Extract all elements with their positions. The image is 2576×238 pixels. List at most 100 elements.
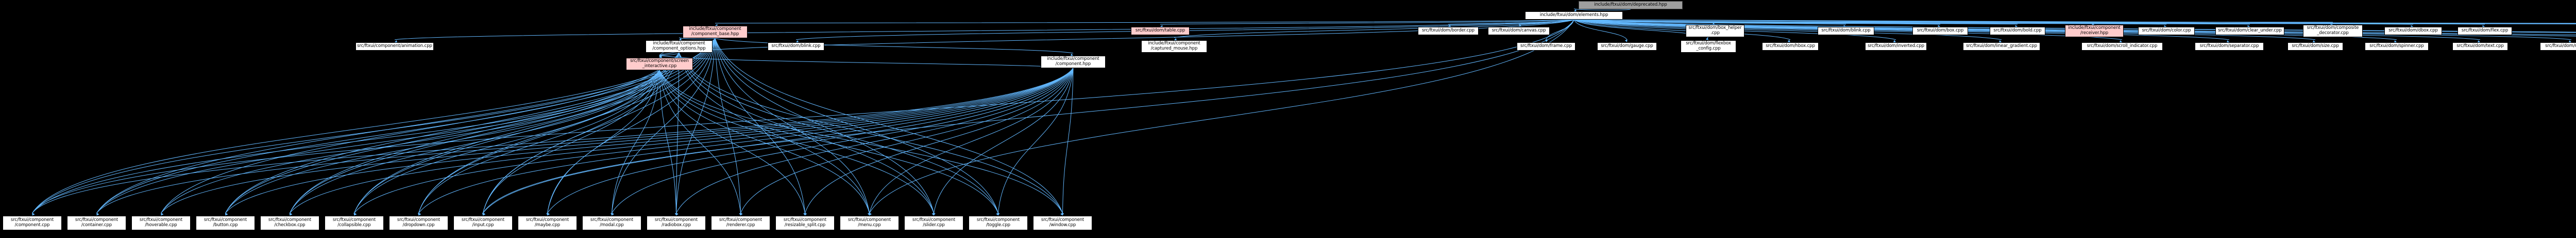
graph-node-label: src/ftxui/component /component.cpp — [10, 217, 54, 228]
graph-node-src-ftxui-dom-composite-decorator-cpp[interactable]: src/ftxui/dom/composite _decorator.cpp — [2303, 25, 2363, 37]
graph-node-src-ftxui-dom-blink-cpp[interactable]: src/ftxui/dom/blink.cpp — [768, 42, 824, 51]
graph-node-src-ftxui-component-container-cpp[interactable]: src/ftxui/component /container.cpp — [67, 216, 126, 230]
edge-arrowhead — [225, 213, 228, 216]
graph-node-src-ftxui-component-hoverable-cpp[interactable]: src/ftxui/component /hoverable.cpp — [131, 216, 191, 230]
graph-node-src-ftxui-component-component-cpp[interactable]: src/ftxui/component /component.cpp — [3, 216, 62, 230]
graph-node-src-ftxui-dom-scroll-indicator-cpp[interactable]: src/ftxui/dom/scroll_indicator.cpp — [2081, 42, 2163, 51]
graph-edge — [32, 70, 660, 214]
graph-node-src-ftxui-component-menu-cpp[interactable]: src/ftxui/component /menu.cpp — [840, 216, 899, 230]
edge-arrowhead — [1519, 24, 1522, 27]
edge-arrowhead — [804, 213, 807, 216]
graph-node-src-ftxui-component-dropdown-cpp[interactable]: src/ftxui/component /dropdown.cpp — [389, 216, 448, 230]
graph-node-src-ftxui-dom-linear-gradient-cpp[interactable]: src/ftxui/dom/linear_gradient.cpp — [1963, 42, 2040, 51]
graph-node-include-ftxui-component-component-base-hpp[interactable]: include/ftxui/component /component_base.… — [683, 26, 748, 38]
graph-node-src-ftxui-component-animation-cpp[interactable]: src/ftxui/component/animation.cpp — [355, 42, 434, 51]
graph-edge — [1573, 19, 2576, 24]
graph-node-src-ftxui-dom-separator-cpp[interactable]: src/ftxui/dom/separator.cpp — [2195, 42, 2264, 51]
edge-arrowhead — [932, 213, 935, 216]
graph-node-src-ftxui-dom-bold-cpp[interactable]: src/ftxui/dom/bold.cpp — [1990, 27, 2045, 35]
graph-node-label: include/ftxui/component /component_base.… — [689, 26, 741, 37]
graph-node-src-ftxui-dom-spinner-cpp[interactable]: src/ftxui/dom/spinner.cpp — [2365, 42, 2429, 51]
graph-node-include-ftxui-dom-deprecated-hpp[interactable]: include/ftxui/dom/deprecated.hpp — [1579, 1, 1683, 9]
graph-node-src-ftxui-component-collapsible-cpp[interactable]: src/ftxui/component /collapsible.cpp — [325, 216, 384, 230]
graph-node-src-ftxui-component-window-cpp[interactable]: src/ftxui/component /window.cpp — [1033, 216, 1092, 230]
graph-node-label: src/ftxui/dom/box.cpp — [1917, 28, 1964, 34]
graph-node-src-ftxui-dom-dbox-cpp[interactable]: src/ftxui/dom/dbox.cpp — [2384, 27, 2442, 35]
graph-node-src-ftxui-component-modal-cpp[interactable]: src/ftxui/component /modal.cpp — [582, 216, 641, 230]
graph-node-label: src/ftxui/dom/linear_gradient.cpp — [1966, 43, 2037, 49]
graph-node-src-ftxui-component-slider-cpp[interactable]: src/ftxui/component /slider.cpp — [904, 216, 963, 230]
edge-arrowhead — [32, 213, 35, 216]
graph-edge — [676, 52, 680, 214]
graph-node-src-ftxui-dom-gauge-cpp[interactable]: src/ftxui/dom/gauge.cpp — [1597, 42, 1657, 51]
graph-node-src-ftxui-dom-frame-cpp[interactable]: src/ftxui/dom/frame.cpp — [1517, 42, 1575, 51]
graph-node-include-ftxui-component-receiver-hpp[interactable]: include/ftxui/component /receiver.hpp — [2065, 25, 2124, 37]
graph-node-label: src/ftxui/component /collapsible.cpp — [332, 217, 376, 228]
graph-node-label: src/ftxui/dom/border.cpp — [1422, 28, 1475, 34]
graph-edge — [679, 52, 998, 214]
graph-node-include-ftxui-dom-elements-hpp[interactable]: include/ftxui/dom/elements.hpp — [1525, 11, 1623, 20]
graph-node-src-ftxui-component-screen-interactive-cpp[interactable]: src/ftxui/component/screen _interactive.… — [626, 58, 693, 70]
graph-edge — [418, 68, 1074, 214]
edge-arrowhead — [418, 213, 421, 216]
edge-arrowhead — [289, 213, 292, 216]
graph-node-label: src/ftxui/dom/inverted.cpp — [1868, 43, 1924, 49]
graph-edge — [483, 70, 660, 214]
graph-node-label: src/ftxui/dom/blink.cpp — [771, 43, 821, 49]
graph-node-src-ftxui-component-radiobox-cpp[interactable]: src/ftxui/component /radiobox.cpp — [647, 216, 706, 230]
graph-edge — [161, 68, 1074, 214]
graph-node-label: include/ftxui/dom/elements.hpp — [1539, 12, 1608, 18]
graph-node-src-ftxui-component-maybe-cpp[interactable]: src/ftxui/component /maybe.cpp — [518, 216, 577, 230]
graph-node-src-ftxui-dom-reflect-cpp[interactable]: src/ftxui/dom/reflect.cpp — [2540, 42, 2576, 51]
edge-arrowhead — [161, 213, 164, 216]
graph-node-include-ftxui-component-component-hpp[interactable]: include/ftxui/component /component.hpp — [1041, 56, 1106, 68]
graph-node-src-ftxui-component-resizable-split-cpp[interactable]: src/ftxui/component /resizable_split.cpp — [775, 216, 835, 230]
graph-node-include-ftxui-component-component-options-hpp[interactable]: include/ftxui/component /component_optio… — [646, 40, 713, 53]
graph-node-label: include/ftxui/component /receiver.hpp — [2068, 25, 2121, 36]
graph-node-label: include/ftxui/component /component_optio… — [652, 41, 706, 51]
graph-node-label: src/ftxui/dom/color.cpp — [2142, 28, 2191, 34]
edge-arrowhead — [1060, 213, 1063, 216]
edge-arrowhead — [482, 213, 485, 216]
graph-node-src-ftxui-dom-clear-under-cpp[interactable]: src/ftxui/dom/clear_under.cpp — [2215, 27, 2284, 35]
graph-node-src-ftxui-component-toggle-cpp[interactable]: src/ftxui/component /toggle.cpp — [969, 216, 1028, 230]
graph-edge — [1573, 19, 2576, 24]
graph-edge — [679, 52, 1063, 214]
graph-edge — [32, 38, 716, 214]
graph-node-src-ftxui-dom-box-cpp[interactable]: src/ftxui/dom/box.cpp — [1912, 27, 1968, 35]
graph-node-src-ftxui-dom-blink-cpp[interactable]: src/ftxui/dom/blink.cpp — [1818, 27, 1874, 35]
graph-node-src-ftxui-component-checkbox-cpp[interactable]: src/ftxui/component /checkbox.cpp — [260, 216, 319, 230]
graph-node-src-ftxui-dom-size-cpp[interactable]: src/ftxui/dom/size.cpp — [2287, 42, 2343, 51]
graph-edge — [659, 70, 998, 214]
edge-arrowhead — [353, 213, 357, 216]
graph-node-src-ftxui-component-button-cpp[interactable]: src/ftxui/component /button.cpp — [196, 216, 255, 230]
graph-node-src-ftxui-dom-text-cpp[interactable]: src/ftxui/dom/text.cpp — [2452, 42, 2508, 51]
edge-arrowhead — [933, 213, 936, 216]
graph-edge — [225, 70, 660, 214]
graph-node-src-ftxui-dom-table-cpp[interactable]: src/ftxui/dom/table.cpp — [1131, 27, 1190, 35]
graph-edge — [1573, 19, 2414, 25]
graph-node-label: src/ftxui/dom/size.cpp — [2292, 43, 2339, 49]
graph-node-label: src/ftxui/dom/reflect.cpp — [2545, 43, 2576, 49]
graph-node-src-ftxui-component-renderer-cpp[interactable]: src/ftxui/component /renderer.cpp — [711, 216, 770, 230]
graph-node-label: src/ftxui/dom/bold.cpp — [1993, 28, 2042, 34]
graph-node-src-ftxui-dom-box-helper-cpp[interactable]: src/ftxui/dom/box_helper .cpp — [1686, 25, 1744, 37]
edge-arrowhead — [32, 213, 35, 216]
graph-edge — [547, 70, 660, 214]
graph-node-src-ftxui-dom-color-cpp[interactable]: src/ftxui/dom/color.cpp — [2138, 27, 2195, 35]
graph-node-label: src/ftxui/dom/flexbox _config.cpp — [1686, 41, 1731, 51]
graph-node-src-ftxui-dom-hbox-cpp[interactable]: src/ftxui/dom/hbox.cpp — [1762, 42, 1819, 51]
graph-node-src-ftxui-dom-border-cpp[interactable]: src/ftxui/dom/border.cpp — [1418, 27, 1479, 35]
graph-node-label: src/ftxui/dom/clear_under.cpp — [2218, 28, 2282, 34]
graph-node-include-ftxui-component-captured-mouse-hpp[interactable]: include/ftxui/component /captured_mouse.… — [1141, 40, 1207, 53]
graph-edge — [715, 38, 1063, 214]
graph-node-src-ftxui-dom-inverted-cpp[interactable]: src/ftxui/dom/inverted.cpp — [1865, 42, 1927, 51]
graph-node-src-ftxui-dom-canvas-cpp[interactable]: src/ftxui/dom/canvas.cpp — [1488, 27, 1550, 35]
graph-node-src-ftxui-dom-flexbox-config-cpp[interactable]: src/ftxui/dom/flexbox _config.cpp — [1681, 40, 1736, 53]
graph-edge — [998, 68, 1074, 214]
edge-arrowhead — [353, 213, 357, 216]
graph-node-label: src/ftxui/dom/separator.cpp — [2199, 43, 2259, 49]
graph-node-src-ftxui-dom-flex-cpp[interactable]: src/ftxui/dom/flex.cpp — [2458, 27, 2512, 35]
graph-node-src-ftxui-component-input-cpp[interactable]: src/ftxui/component /input.cpp — [453, 216, 513, 230]
